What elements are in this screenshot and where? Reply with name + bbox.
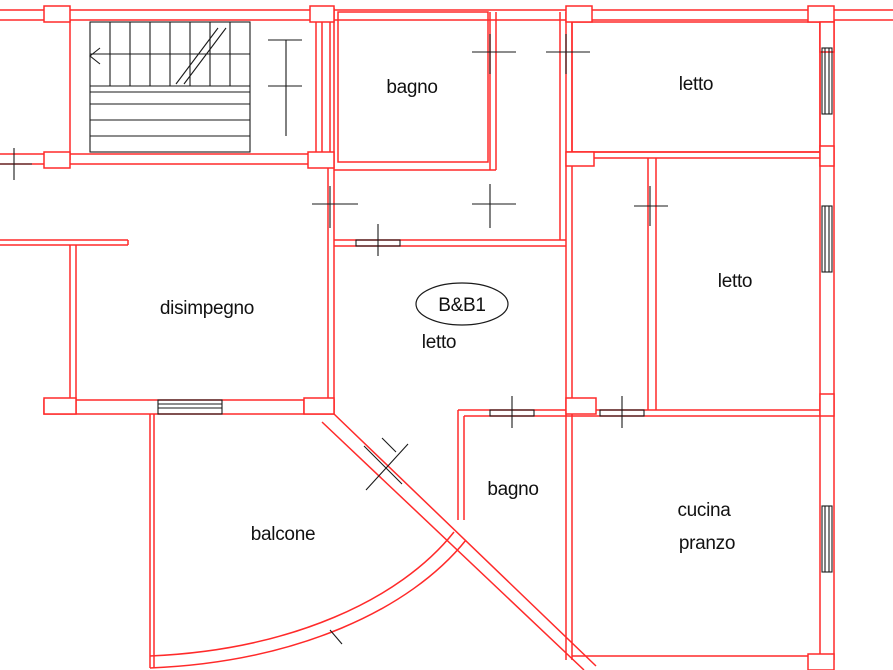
room-label-pranzo: pranzo [679,533,735,554]
room-label-bagno-bottom: bagno [487,479,538,500]
windows [157,47,833,573]
door-marks [0,34,668,645]
unit-tag-label: B&B1 [438,295,485,316]
room-label-balcone: balcone [251,524,315,545]
room-label-disimpegno: disimpegno [160,298,254,319]
room-label-letto-top-right: letto [679,74,713,95]
room-label-letto-right: letto [718,271,752,292]
staircase [89,21,302,153]
room-label-bagno-top: bagno [386,77,437,98]
room-labels: bagno letto letto disimpegno B&B1 letto … [160,74,753,554]
unit-tag-oval [415,282,509,326]
pillars [43,5,835,670]
room-label-letto-center: letto [422,332,456,353]
room-label-cucina: cucina [677,500,731,521]
